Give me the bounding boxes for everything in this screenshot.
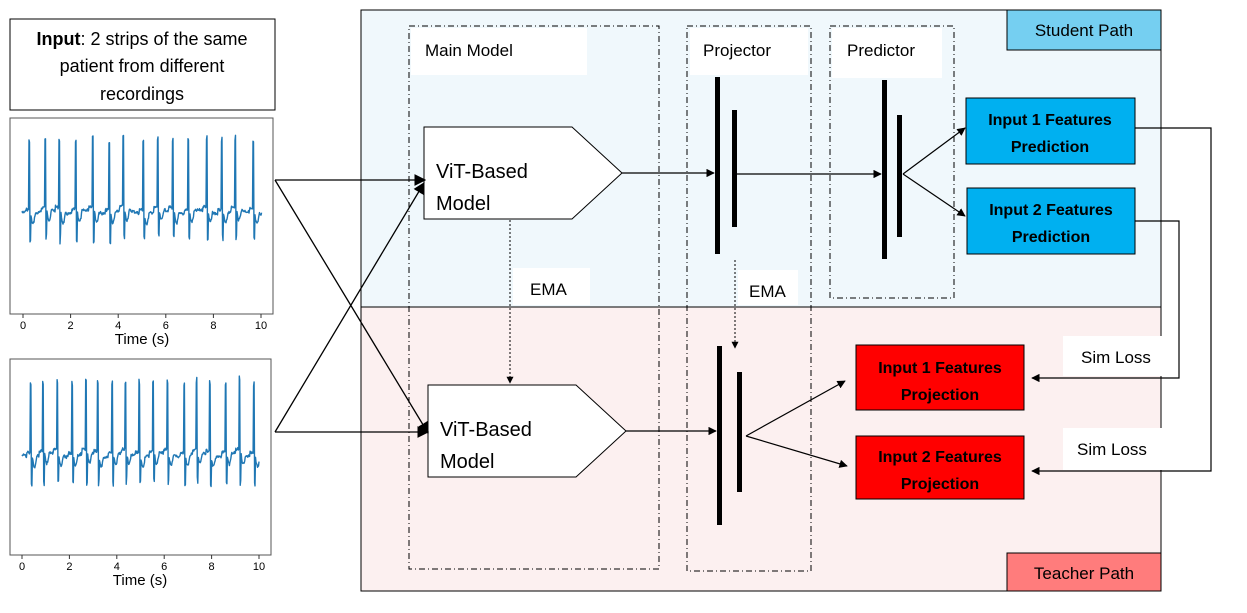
sim-loss-label-2: Sim Loss — [1077, 440, 1147, 459]
plot-2-ticks: 0 2 4 6 8 10 — [19, 555, 265, 573]
svg-text:Input 1 Features: Input 1 Features — [878, 360, 1002, 377]
main-model-label: Main Model — [425, 41, 513, 60]
projector-group — [686, 25, 812, 572]
svg-text:ViT-Based: ViT-Based — [440, 419, 532, 441]
outer-frame — [360, 9, 1162, 592]
svg-text:Projection: Projection — [901, 387, 979, 404]
input-line-2: patient from different — [60, 56, 225, 76]
teacher-vit-model: ViT-Based Model — [427, 384, 627, 478]
tick-label: 10 — [253, 561, 265, 573]
tick-label: 8 — [210, 320, 216, 332]
tick-label: 6 — [161, 561, 167, 573]
student-vit-model: ViT-Based Model — [423, 126, 623, 220]
predictor-label: Predictor — [847, 41, 915, 60]
svg-text:Input 1 Features: Input 1 Features — [988, 112, 1112, 129]
teacher-projector-bar-2 — [737, 372, 742, 492]
student-projector-bar-2 — [732, 110, 737, 227]
predictor-group — [829, 25, 955, 299]
tick-label: 4 — [115, 320, 121, 332]
svg-text:Prediction: Prediction — [1012, 229, 1090, 246]
svg-text:Teacher Path: Teacher Path — [1034, 564, 1134, 583]
teacher-path-tag: Teacher Path — [1006, 552, 1162, 592]
ecg-plot-2: 0 2 4 6 8 10 Time (s) — [9, 358, 272, 589]
svg-text:Input 2 Features: Input 2 Features — [989, 202, 1113, 219]
teacher-output-2: Input 2 Features Projection — [855, 435, 1025, 500]
plot-2-xlabel: Time (s) — [113, 572, 167, 589]
tick-label: 2 — [66, 561, 72, 573]
tick-label: 0 — [20, 320, 26, 332]
plot-1-frame — [9, 117, 274, 315]
teacher-projector-bar-1 — [717, 346, 722, 525]
flow-arrows — [622, 127, 966, 468]
tick-label: 10 — [255, 320, 267, 332]
student-output-1: Input 1 Features Prediction — [965, 97, 1136, 165]
projector-label: Projector — [703, 41, 771, 60]
svg-text:Prediction: Prediction — [1011, 139, 1089, 156]
ecg-signal-1 — [21, 134, 263, 245]
tick-label: 4 — [114, 561, 120, 573]
sim-loss-label-1: Sim Loss — [1081, 348, 1151, 367]
tick-label: 8 — [209, 561, 215, 573]
student-output-2: Input 2 Features Prediction — [966, 187, 1136, 255]
svg-text:Projection: Projection — [901, 476, 979, 493]
tick-label: 6 — [163, 320, 169, 332]
teacher-output-1: Input 1 Features Projection — [855, 344, 1025, 411]
predictor-bar-1 — [882, 80, 887, 259]
ecg-signal-2 — [21, 375, 260, 488]
student-projector-bar-1 — [715, 77, 720, 254]
plot-1-ticks: 0 2 4 6 8 10 — [20, 314, 267, 332]
svg-text:Student Path: Student Path — [1035, 21, 1133, 40]
input-line-3: recordings — [100, 84, 184, 104]
loss-connectors — [1031, 127, 1212, 476]
tick-label: 2 — [68, 320, 74, 332]
main-model-group — [408, 25, 660, 570]
ema-label-1: EMA — [530, 280, 568, 299]
student-path-tag: Student Path — [1006, 9, 1162, 51]
input-arrows — [274, 174, 430, 438]
svg-text:Model: Model — [436, 193, 490, 215]
predictor-bar-2 — [897, 115, 902, 237]
ema-label-2: EMA — [749, 282, 787, 301]
input-description-box: Input: 2 strips of the same patient from… — [9, 18, 276, 111]
plot-1-xlabel: Time (s) — [115, 331, 169, 348]
svg-text:Model: Model — [440, 451, 494, 473]
tick-label: 0 — [19, 561, 25, 573]
input-line-1: Input: 2 strips of the same — [36, 29, 247, 49]
svg-text:ViT-Based: ViT-Based — [436, 161, 528, 183]
svg-text:Input 2 Features: Input 2 Features — [878, 449, 1002, 466]
ema-arrows — [506, 220, 739, 384]
ecg-plot-1: 0 2 4 6 8 10 Time (s) — [9, 117, 274, 348]
